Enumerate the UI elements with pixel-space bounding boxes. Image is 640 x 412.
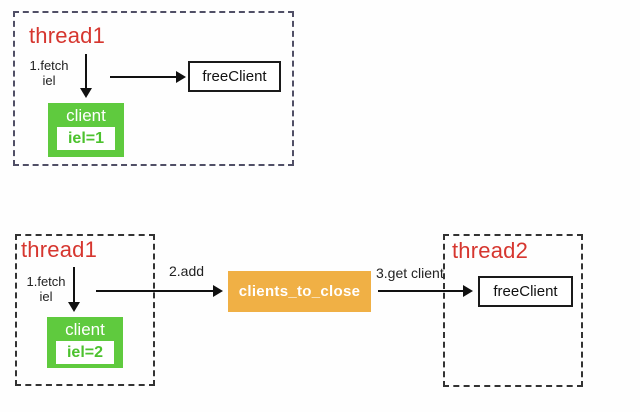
top-fetch-label-line2: iel bbox=[42, 73, 56, 88]
bottom-thread1-box bbox=[15, 234, 155, 386]
top-freeclient-box: freeClient bbox=[188, 61, 281, 92]
bottom-fetch-label: 1.fetch iel bbox=[24, 274, 68, 304]
thread2-title: thread2 bbox=[452, 238, 529, 263]
add-arrow-icon bbox=[96, 285, 223, 297]
bottom-freeclient-box: freeClient bbox=[478, 276, 573, 307]
thread2-box bbox=[443, 234, 583, 387]
top-thread1-box bbox=[13, 11, 294, 166]
add-arrow-label: 2.add bbox=[169, 263, 205, 279]
top-thread1-title: thread1 bbox=[29, 23, 106, 48]
get-client-arrow-icon bbox=[378, 285, 473, 297]
get-client-arrow-label: 3.get client bbox=[376, 265, 444, 281]
top-fetch-label: 1.fetch iel bbox=[26, 58, 72, 88]
top-freeclient-arrow-icon bbox=[110, 71, 186, 83]
bottom-client-value: iel=2 bbox=[56, 341, 114, 364]
top-client-box: client iel=1 bbox=[48, 103, 124, 157]
top-fetch-label-line1: 1.fetch bbox=[29, 58, 69, 73]
bottom-thread1-title: thread1 bbox=[21, 237, 98, 262]
bottom-client-box: client iel=2 bbox=[47, 317, 123, 368]
clients-to-close-label: clients_to_close bbox=[238, 283, 361, 300]
bottom-fetch-label-line2: iel bbox=[39, 289, 53, 304]
top-client-value: iel=1 bbox=[57, 127, 115, 150]
clients-to-close-box: clients_to_close bbox=[228, 271, 371, 312]
bottom-client-title: client bbox=[65, 320, 105, 339]
bottom-fetch-arrow-icon bbox=[68, 267, 80, 312]
bottom-freeclient-label: freeClient bbox=[493, 283, 558, 300]
top-client-title: client bbox=[66, 106, 106, 125]
bottom-fetch-label-line1: 1.fetch bbox=[26, 274, 66, 289]
top-fetch-arrow-icon bbox=[80, 54, 92, 98]
top-freeclient-label: freeClient bbox=[202, 68, 267, 85]
